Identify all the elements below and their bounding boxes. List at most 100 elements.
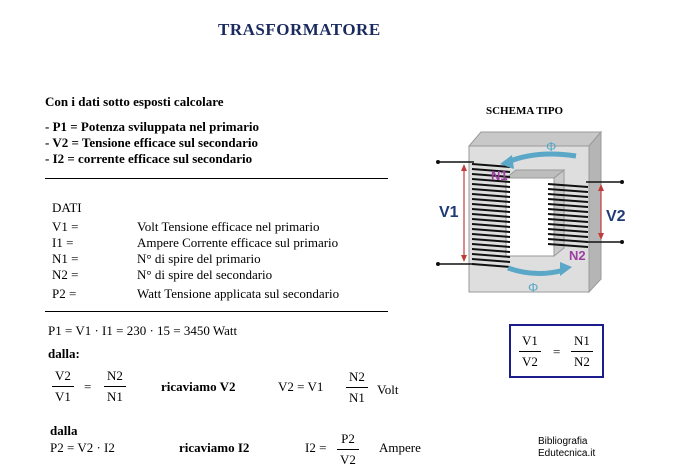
winding-turn	[471, 203, 511, 208]
arrow-head	[500, 155, 514, 169]
arrow-head	[461, 255, 467, 262]
winding-turn	[471, 233, 511, 238]
fraction-bar	[519, 351, 541, 352]
dalla-label: dalla	[50, 423, 78, 438]
dati-symbol: N2 =	[52, 267, 79, 282]
phi-label: Φ	[528, 280, 538, 295]
ricaviamo-i2-label: ricaviamo I2	[179, 440, 250, 455]
winding-turn	[547, 188, 589, 193]
window-inner-face	[553, 168, 565, 258]
page-title: TRASFORMATORE	[218, 20, 381, 39]
fraction-bar	[346, 387, 368, 388]
intro-item: - I2 = corrente efficace sul secondario	[45, 151, 253, 166]
arrow-head	[598, 233, 604, 240]
dati-symbol: P2 =	[52, 286, 77, 301]
dati-description: Volt Tensione efficace nel primario	[137, 219, 320, 234]
winding-turn	[547, 218, 589, 223]
arrow-head	[598, 184, 604, 191]
fraction-bar	[337, 449, 359, 450]
arrow-head	[461, 164, 467, 171]
core-window	[505, 177, 555, 257]
winding-turn	[471, 173, 511, 178]
flux-arrow-bottom	[507, 265, 565, 276]
dati-description: Ampere Corrente efficace sul primario	[137, 235, 339, 250]
v2-label: V2	[606, 208, 626, 225]
dati-description: N° di spire del primario	[137, 251, 261, 266]
winding-turn	[471, 168, 511, 173]
winding-turn	[547, 238, 589, 243]
i2-formula-lhs: I2 =	[305, 440, 327, 455]
fraction-n1-n2: N1 N2	[571, 333, 593, 370]
v1-label: V1	[439, 204, 459, 221]
p1-formula: P1 = V1 · I1 = 230 · 15 = 3450 Watt	[48, 323, 238, 338]
winding-turn	[471, 188, 511, 193]
transformer-diagram: Φ Φ N1 N2 V1 V2	[436, 130, 626, 295]
denominator: V1	[55, 389, 71, 404]
winding-turn	[547, 233, 589, 238]
denominator: N1	[107, 389, 123, 404]
numerator: P2	[341, 431, 355, 446]
divider	[45, 311, 388, 312]
unit-volt: Volt	[377, 382, 399, 397]
winding-turn	[471, 243, 511, 248]
winding-turn	[471, 258, 511, 263]
winding-turn	[547, 198, 589, 203]
flux-arrow-top	[507, 151, 577, 165]
winding-turn	[547, 193, 589, 198]
secondary-coil	[547, 183, 589, 248]
winding-turn	[547, 243, 589, 248]
terminal	[620, 240, 624, 244]
numerator: N2	[107, 368, 123, 383]
credit-site: Edutecnica.it	[538, 448, 596, 459]
winding-turn	[547, 203, 589, 208]
fraction-n2-n1: N2 N1	[104, 368, 126, 405]
winding-turn	[471, 263, 511, 268]
winding-turn	[547, 208, 589, 213]
dati-description: N° di spire del secondario	[137, 267, 273, 282]
n2-label: N2	[569, 248, 586, 263]
winding-turn	[547, 183, 589, 188]
intro-heading: Con i dati sotto esposti calcolare	[45, 94, 224, 109]
divider	[45, 178, 388, 179]
winding-turn	[471, 228, 511, 233]
n1-label: N1	[491, 168, 508, 183]
equals-sign: =	[553, 344, 561, 359]
denominator: N2	[574, 354, 590, 369]
intro-item: - P1 = Potenza sviluppata nel primario	[45, 119, 259, 134]
denominator: V2	[522, 354, 538, 369]
dati-symbol: N1 =	[52, 251, 79, 266]
fraction-bar	[571, 351, 593, 352]
dati-heading: DATI	[52, 200, 82, 215]
fraction-bar	[104, 386, 126, 387]
p2-formula: P2 = V2 · I2	[50, 440, 115, 455]
intro-item: - V2 = Tensione efficace sul secondario	[45, 135, 258, 150]
winding-turn	[547, 213, 589, 218]
winding-turn	[471, 208, 511, 213]
ricaviamo-v2-label: ricaviamo V2	[161, 379, 236, 394]
credit-bibliografia: Bibliografia	[538, 436, 588, 447]
fraction-bar	[52, 386, 74, 387]
equals-sign: =	[84, 379, 92, 394]
dati-symbol: I1 =	[52, 235, 74, 250]
terminal	[436, 262, 440, 266]
winding-turn	[471, 218, 511, 223]
terminal	[436, 160, 440, 164]
terminal	[620, 180, 624, 184]
fraction-v2-v1: V2 V1	[52, 368, 74, 405]
fraction-n2-n1: N2 N1	[346, 369, 368, 406]
winding-turn	[471, 178, 511, 183]
numerator: V1	[522, 333, 538, 348]
numerator: V2	[55, 368, 71, 383]
winding-turn	[547, 223, 589, 228]
winding-turn	[471, 213, 511, 218]
dati-description: Watt Tensione applicata sul secondario	[137, 286, 340, 301]
fraction-v1-v2: V1 V2	[519, 333, 541, 370]
winding-turn	[471, 193, 511, 198]
winding-turn	[471, 248, 511, 253]
schema-label: SCHEMA TIPO	[486, 105, 564, 117]
winding-turn	[471, 198, 511, 203]
phi-label: Φ	[546, 139, 556, 154]
core-side-face	[588, 130, 602, 294]
winding-turn	[471, 253, 511, 258]
unit-ampere: Ampere	[379, 440, 421, 455]
